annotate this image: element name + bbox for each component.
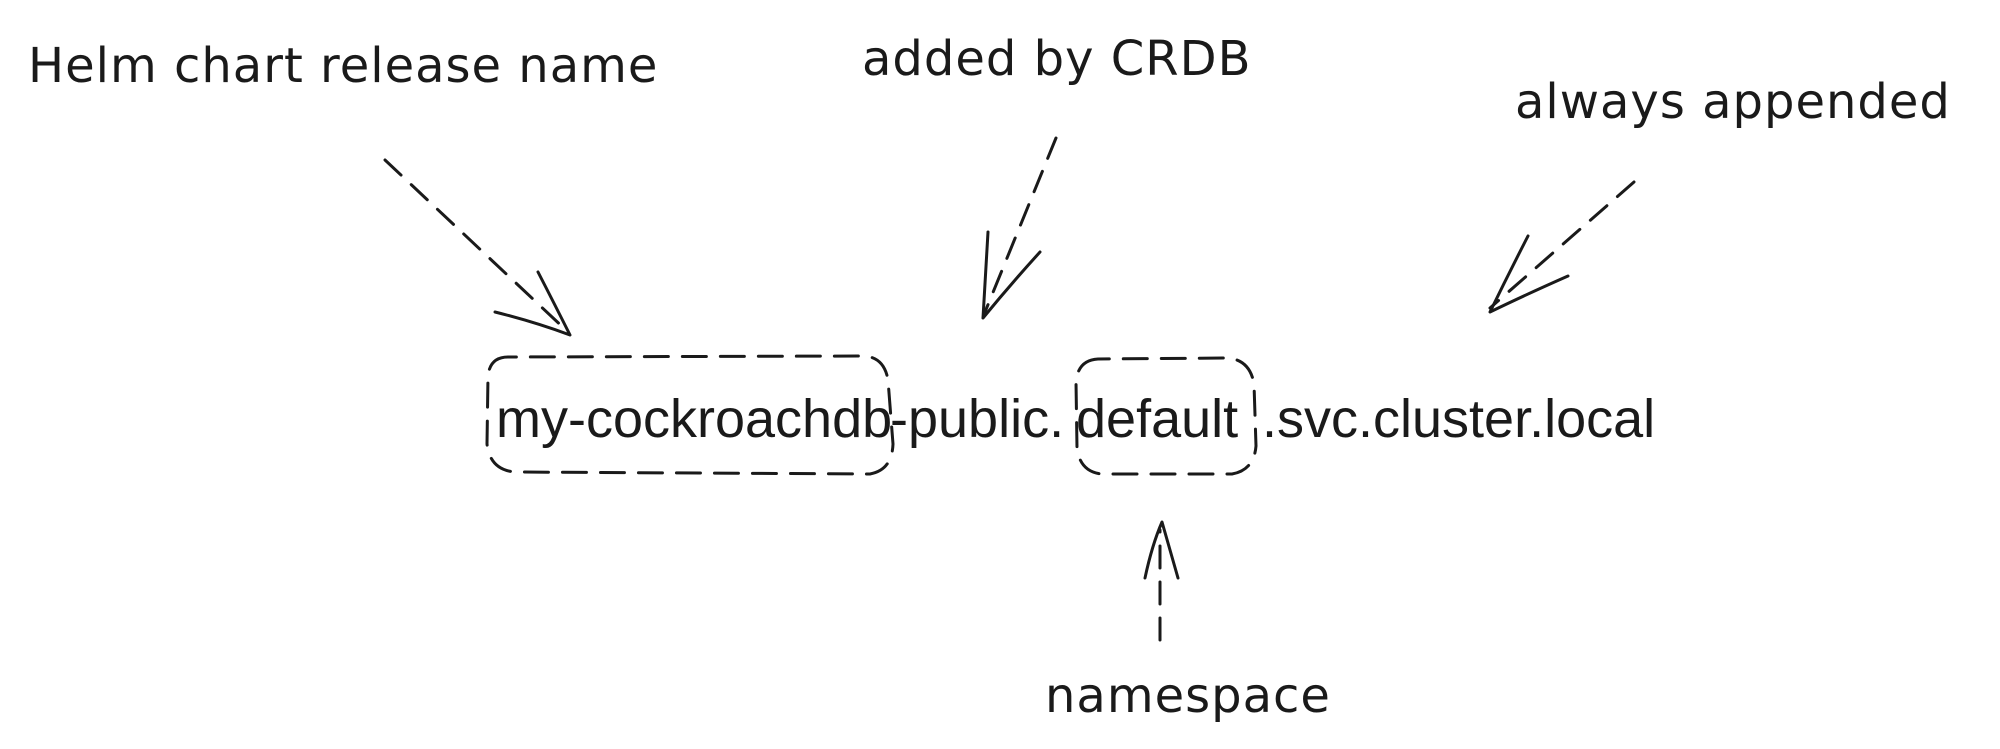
- label-always-appended: always appended: [1515, 74, 1951, 130]
- appended-arrow-head: [1488, 234, 1570, 314]
- namespace-highlight-box: [1074, 356, 1258, 476]
- release-highlight-box: [485, 354, 895, 476]
- release-arrow-shaft: [383, 158, 570, 334]
- release-arrow-head: [493, 270, 572, 337]
- label-added-by-crdb: added by CRDB: [862, 31, 1252, 87]
- hostname-public-part: -public.: [890, 389, 1064, 449]
- label-namespace: namespace: [1045, 668, 1331, 724]
- hostname-svc-part: .svc.cluster.local: [1262, 389, 1655, 449]
- appended-arrow-shaft: [1488, 180, 1636, 310]
- namespace-arrow-head: [1143, 520, 1180, 580]
- crdb-arrow-head: [981, 230, 1042, 320]
- hostname-namespace-part: default: [1076, 389, 1238, 449]
- label-release-name: Helm chart release name: [28, 38, 658, 94]
- hostname-release-part: my-cockroachdb: [496, 389, 892, 449]
- crdb-arrow-shaft: [983, 136, 1058, 314]
